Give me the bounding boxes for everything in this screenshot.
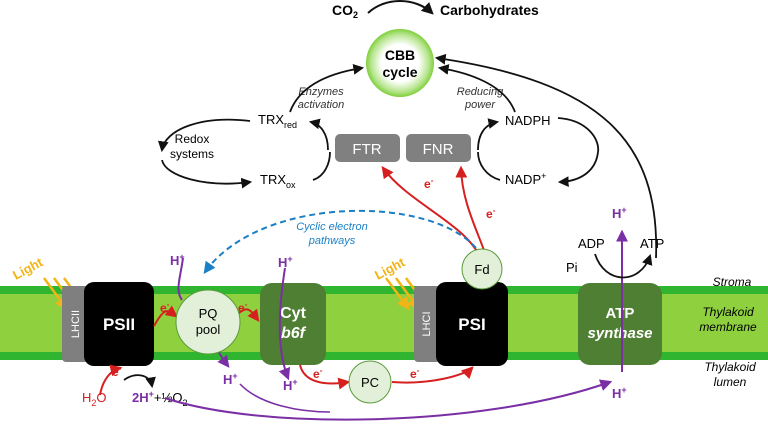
cyt-lumen-proton-label: H+ <box>283 377 298 393</box>
water-splitting-arrow <box>123 374 156 389</box>
psii-pq-electron-label: e- <box>160 300 170 315</box>
atp-synthase-label-line1: ATP <box>606 305 635 322</box>
membrane-label-line2: membrane <box>699 320 757 334</box>
cyt-to-pc-electron-arrow <box>299 364 351 390</box>
fd-ftr-electron-label: e- <box>424 176 434 191</box>
fnr-label: FNR <box>423 141 454 158</box>
atp-label: ATP <box>640 236 664 251</box>
psi-light-label: Light <box>372 254 408 282</box>
atp-lumen-proton-label: H+ <box>612 385 627 401</box>
enzymes-activation-arrow <box>289 64 365 113</box>
stroma-proton-to-pq-line <box>177 257 184 301</box>
pq-pool-node <box>175 289 241 355</box>
lhci-label: LHCI <box>421 311 433 336</box>
lhcii-label: LHCII <box>70 310 82 338</box>
redox-label-line2: systems <box>170 147 214 161</box>
pi-label: Pi <box>566 260 578 275</box>
redox-lower-arrow <box>161 159 253 189</box>
cyt-proton-translocation-arrow <box>278 267 291 381</box>
cyt-b6f-complex <box>260 283 326 365</box>
pq-lumen-proton-label: H+ <box>223 371 238 387</box>
nadp-label: NADP+ <box>505 171 546 187</box>
cyclic-electron-arrow <box>203 209 477 274</box>
pc-psi-electron-label: e- <box>410 366 420 381</box>
ftr-box <box>335 134 400 162</box>
lumen-proton-to-atp-arrow <box>164 379 613 421</box>
psi-label: PSI <box>458 315 485 334</box>
pq-label-line1: PQ <box>199 306 218 321</box>
carbohydrates-label: Carbohydrates <box>440 2 539 18</box>
enzymes-label-line1: Enzymes <box>298 86 344 98</box>
cyclic-label-line2: pathways <box>308 235 356 247</box>
co2-label: CO2 <box>332 2 358 20</box>
fd-fnr-electron-label: e- <box>486 206 496 221</box>
redox-label-line1: Redox <box>175 132 210 146</box>
psii-light-label: Light <box>10 254 46 282</box>
pq-stroma-proton-label: H+ <box>170 252 185 268</box>
psii-label: PSII <box>103 315 135 334</box>
fd-label: Fd <box>474 262 489 277</box>
reducing-power-arrow <box>437 64 516 113</box>
lumen-label-line2: lumen <box>714 375 747 389</box>
cyclic-label-line1: Cyclic electron <box>296 221 368 233</box>
redox-upper-arrow <box>157 118 251 153</box>
cbb-cycle-node <box>366 29 434 97</box>
pq-lumen-proton-merge <box>239 383 331 413</box>
atp-to-cbb-arrow <box>434 53 658 259</box>
membrane-label-line1: Thylakoid <box>702 305 754 319</box>
reducing-label-line1: Reducing <box>457 86 504 98</box>
pc-node <box>348 360 392 404</box>
reducing-label-line2: power <box>464 99 496 111</box>
cbb-label-line1: CBB <box>385 47 415 63</box>
cbb-label-line2: cycle <box>382 64 417 80</box>
atp-synthase-label-line2: synthase <box>587 325 652 342</box>
lhcii-block <box>62 286 90 362</box>
pq-label-line2: pool <box>196 322 221 337</box>
pq-cyt-electron-label: e- <box>238 300 248 315</box>
psii-complex <box>84 282 154 366</box>
nadph-cycle-upper <box>557 117 600 153</box>
nadph-cycle-lower <box>557 151 599 187</box>
ftr-label: FTR <box>352 141 381 158</box>
enzymes-label-line2: activation <box>298 99 344 111</box>
fnr-box <box>406 134 471 162</box>
trx-ox-label: TRXox <box>260 172 296 190</box>
cyt-pc-electron-label: e- <box>313 366 323 381</box>
pc-to-psi-electron-arrow <box>391 366 474 384</box>
water-products-label: 2H++½O2 <box>132 389 187 408</box>
pq-to-cyt-electron-arrow <box>237 308 260 322</box>
lumen-label-line1: Thylakoid <box>704 360 756 374</box>
nadp-to-fnr-line <box>477 151 501 181</box>
nadph-label: NADPH <box>505 113 551 128</box>
cyt-stroma-proton-label: H+ <box>278 254 293 270</box>
co2-fixation-arrow <box>367 0 434 15</box>
trx-ox-to-ftr-line <box>312 151 331 181</box>
lhci-block <box>414 286 440 362</box>
ftr-reduction-arrow <box>308 118 329 151</box>
fd-node <box>461 248 503 290</box>
fnr-reduction-arrow <box>477 118 500 151</box>
cyt-label-line2: b6f <box>281 325 307 342</box>
atp-synthase-complex <box>578 283 662 365</box>
psii-to-pq-electron-arrow <box>153 305 178 327</box>
h2o-label: H2O <box>82 390 107 408</box>
trx-red-label: TRXred <box>258 112 297 130</box>
psi-complex <box>436 282 508 366</box>
atp-stroma-proton-label: H+ <box>612 205 627 221</box>
pc-label: PC <box>361 375 379 390</box>
atp-synthesis-arrow <box>594 253 653 279</box>
stroma-label: Stroma <box>713 275 752 289</box>
water-electron-label: e- <box>112 364 122 379</box>
cyt-label-line1: Cyt <box>280 305 306 322</box>
water-electron-arrow <box>99 364 123 396</box>
adp-label: ADP <box>578 236 605 251</box>
